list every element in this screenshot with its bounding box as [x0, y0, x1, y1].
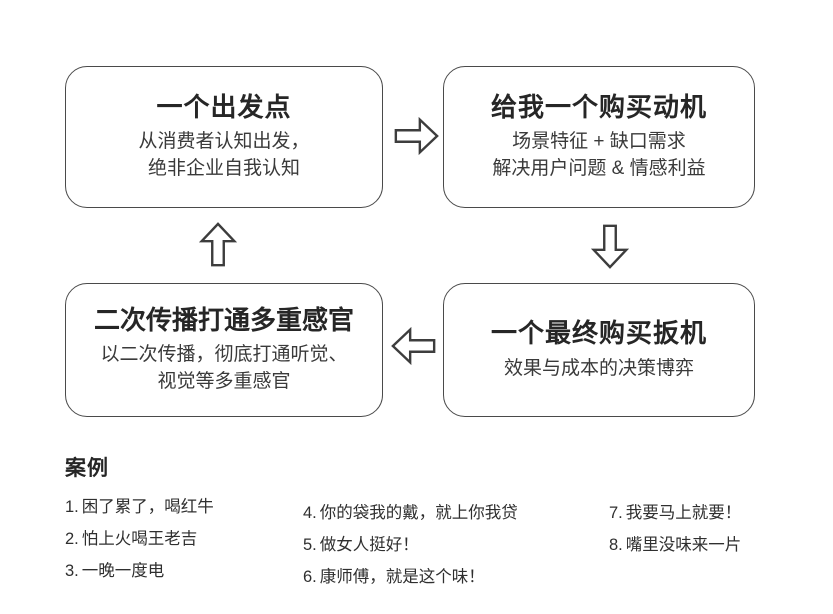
example-text: 怕上火喝王老吉 — [81, 530, 198, 548]
concept-box-body: 效果与成本的决策博弈 — [504, 356, 694, 383]
concept-box-purchase-trigger: 一个最终购买扳机 效果与成本的决策博弈 — [443, 283, 755, 417]
example-number: 2. — [65, 530, 79, 548]
example-number: 3. — [65, 562, 79, 580]
concept-box-line: 效果与成本的决策博弈 — [503, 357, 694, 379]
example-number: 5. — [303, 536, 317, 554]
example-text: 一晚一度电 — [81, 562, 165, 580]
example-text: 嘴里没味来一片 — [625, 536, 742, 554]
concept-box-title: 一个出发点 — [156, 91, 292, 122]
example-number: 8. — [609, 536, 623, 554]
arrow-up-icon — [194, 219, 242, 271]
concept-box-line: 绝非企业自我认知 — [147, 158, 300, 180]
concept-box-body: 从消费者认知出发， 绝非企业自我认知 — [138, 129, 309, 183]
example-text: 你的袋我的戴，就上你我贷 — [319, 504, 518, 522]
example-list-item: 7.我要马上就要！ — [609, 497, 741, 529]
concept-box-starting-point: 一个出发点 从消费者认知出发， 绝非企业自我认知 — [65, 66, 383, 208]
arrow-left-icon — [390, 322, 438, 370]
examples-column: 1.困了累了，喝红牛 2.怕上火喝王老吉 3.一晚一度电 — [65, 491, 214, 587]
concept-box-body: 场景特征 + 缺口需求 解决用户问题 & 情感利益 — [492, 129, 705, 183]
concept-box-title: 给我一个购买动机 — [490, 91, 707, 122]
examples-column: 4.你的袋我的戴，就上你我贷 5.做女人挺好！ 6.康师傅，就是这个味！ — [303, 497, 518, 593]
example-text: 康师傅，就是这个味！ — [319, 568, 485, 586]
example-text: 做女人挺好！ — [319, 536, 419, 554]
concept-box-line: 从消费者认知出发， — [138, 131, 310, 153]
example-list-item: 5.做女人挺好！ — [303, 529, 518, 561]
concept-box-title: 二次传播打通多重感官 — [93, 304, 354, 335]
example-text: 我要马上就要！ — [625, 504, 742, 522]
concept-box-line: 解决用户问题 & 情感利益 — [492, 158, 706, 180]
arrow-down-icon — [586, 220, 634, 272]
concept-box-title: 一个最终购买扳机 — [490, 318, 707, 349]
arrow-right-icon — [392, 112, 440, 160]
example-list-item: 1.困了累了，喝红牛 — [65, 491, 214, 523]
examples-heading: 案例 — [65, 457, 109, 480]
example-number: 4. — [303, 504, 317, 522]
example-list-item: 4.你的袋我的戴，就上你我贷 — [303, 497, 518, 529]
concept-box-secondary-spread: 二次传播打通多重感官 以二次传播，彻底打通听觉、 视觉等多重感官 — [65, 283, 383, 417]
example-text: 困了累了，喝红牛 — [81, 498, 214, 516]
concept-box-line: 以二次传播，彻底打通听觉、 — [100, 344, 348, 366]
example-number: 7. — [609, 504, 623, 522]
concept-box-line: 视觉等多重感官 — [157, 371, 291, 393]
example-list-item: 2.怕上火喝王老吉 — [65, 523, 214, 555]
concept-box-body: 以二次传播，彻底打通听觉、 视觉等多重感官 — [100, 342, 347, 396]
example-number: 1. — [65, 498, 79, 516]
example-list-item: 8.嘴里没味来一片 — [609, 529, 741, 561]
concept-box-line: 场景特征 + 缺口需求 — [512, 131, 686, 153]
example-list-item: 6.康师傅，就是这个味！ — [303, 561, 518, 593]
example-list-item: 3.一晚一度电 — [65, 555, 214, 587]
example-number: 6. — [303, 568, 317, 586]
concept-box-purchase-motive: 给我一个购买动机 场景特征 + 缺口需求 解决用户问题 & 情感利益 — [443, 66, 755, 208]
examples-column: 7.我要马上就要！ 8.嘴里没味来一片 — [609, 497, 741, 561]
